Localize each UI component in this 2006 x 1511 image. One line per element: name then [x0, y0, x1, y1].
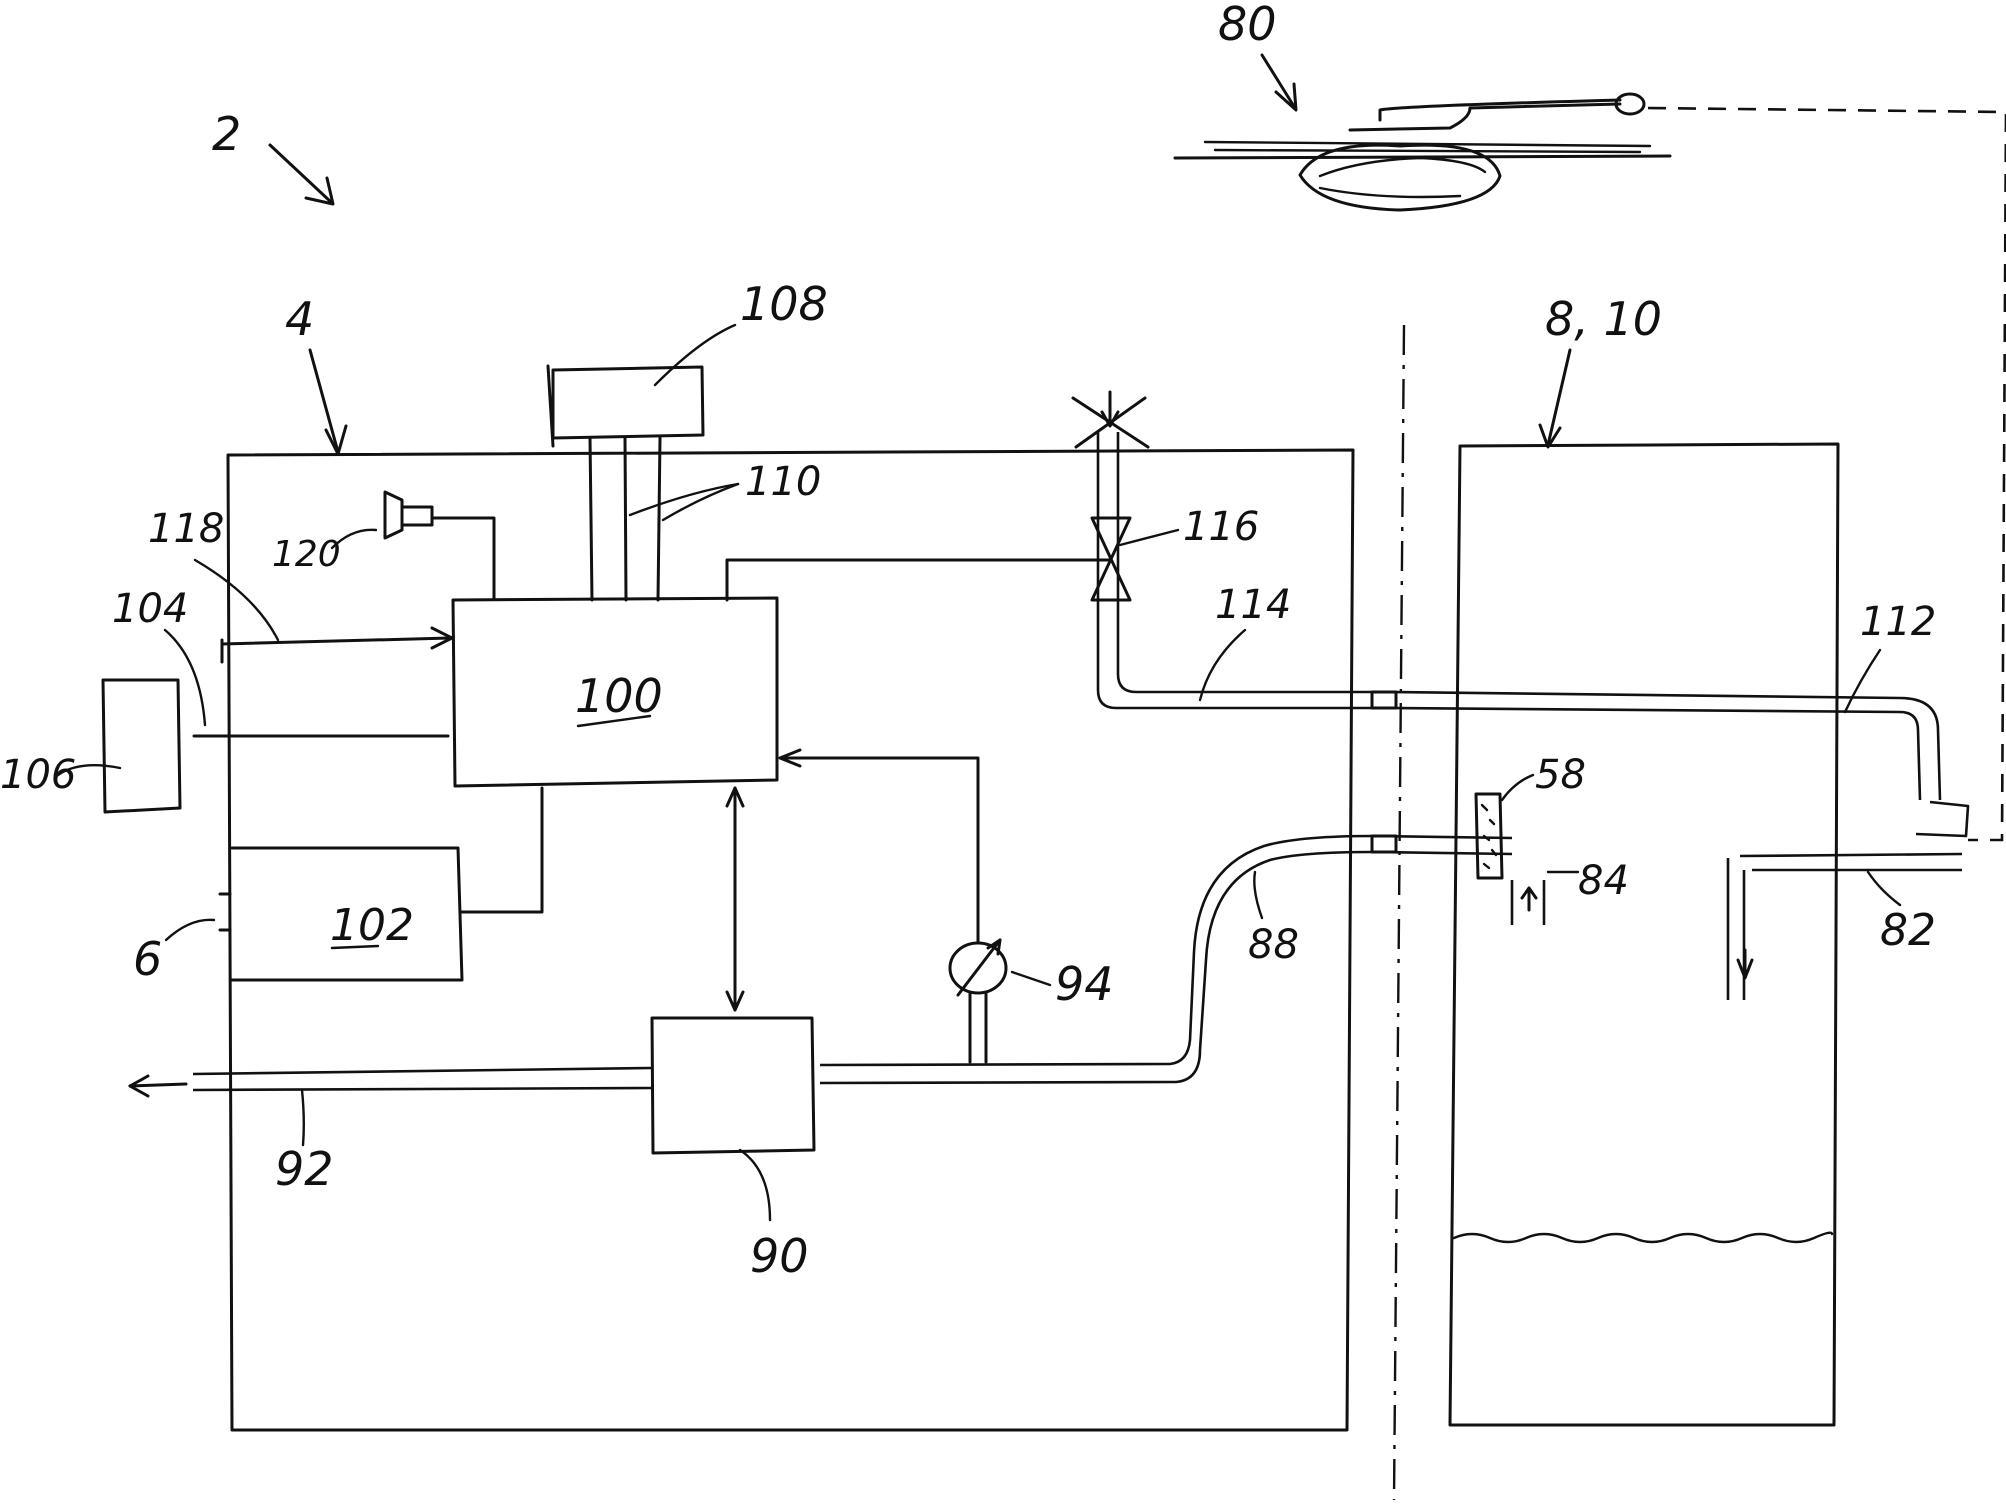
- arrow-2: [270, 145, 333, 204]
- display-108: [548, 366, 703, 446]
- pressure-sensor-94: [780, 750, 1006, 1062]
- label-8-10: 8, 10: [1545, 292, 1662, 346]
- label-108: 108: [740, 277, 828, 331]
- leader-94: [1012, 972, 1050, 985]
- leader-6: [166, 920, 214, 940]
- arrow-80: [1262, 55, 1296, 110]
- leader-58: [1502, 775, 1533, 800]
- dashed-link-80: [1648, 108, 2006, 840]
- label-112: 112: [1860, 599, 1936, 645]
- leader-88: [1254, 872, 1262, 918]
- link-102-100: [460, 788, 542, 912]
- label-2: 2: [212, 107, 241, 161]
- bus-110: [590, 438, 660, 600]
- label-58: 58: [1535, 752, 1586, 798]
- wound-dressing-80: [1175, 94, 1670, 210]
- label-6: 6: [133, 932, 162, 986]
- line-118: [222, 628, 452, 662]
- leader-90: [740, 1150, 770, 1220]
- label-4: 4: [285, 292, 314, 346]
- leader-112: [1845, 650, 1880, 712]
- leader-118: [195, 560, 278, 640]
- label-104: 104: [112, 586, 188, 632]
- leader-116: [1120, 530, 1178, 545]
- label-88: 88: [1248, 922, 1299, 968]
- label-102: 102: [330, 900, 414, 951]
- filter-58: [1476, 794, 1502, 878]
- leader-92: [302, 1090, 304, 1145]
- box-106: [103, 680, 180, 812]
- link-100-90: [727, 788, 743, 1010]
- leader-108: [655, 325, 735, 385]
- arrow-8-10: [1540, 350, 1570, 447]
- exhaust-92: [130, 1068, 652, 1096]
- suction-line-88: [820, 836, 1512, 1083]
- inlet-84: [1512, 880, 1544, 925]
- label-92: 92: [275, 1142, 334, 1196]
- leader-104: [165, 630, 205, 725]
- label-80: 80: [1218, 0, 1277, 51]
- label-90: 90: [750, 1229, 809, 1283]
- label-84: 84: [1578, 858, 1629, 904]
- label-110: 110: [745, 459, 821, 505]
- leader-110a: [630, 484, 738, 515]
- label-106: 106: [0, 752, 76, 798]
- arrow-4: [310, 350, 346, 454]
- signal-line-116: [727, 560, 1110, 600]
- label-118: 118: [148, 506, 224, 552]
- label-94: 94: [1055, 957, 1114, 1011]
- label-114: 114: [1215, 582, 1291, 628]
- separation-line: [1394, 325, 1404, 1500]
- leader-114: [1200, 630, 1245, 700]
- liquid-surface: [1454, 1233, 1832, 1242]
- label-116: 116: [1183, 504, 1259, 550]
- label-120: 120: [272, 534, 341, 575]
- label-82: 82: [1880, 905, 1936, 956]
- speaker-120: [385, 492, 494, 598]
- pump-90: [652, 1018, 814, 1153]
- container-8-10: [1450, 444, 1838, 1425]
- leader-110b: [663, 484, 738, 520]
- leader-82: [1868, 872, 1900, 905]
- inlet-cross: [1073, 392, 1148, 447]
